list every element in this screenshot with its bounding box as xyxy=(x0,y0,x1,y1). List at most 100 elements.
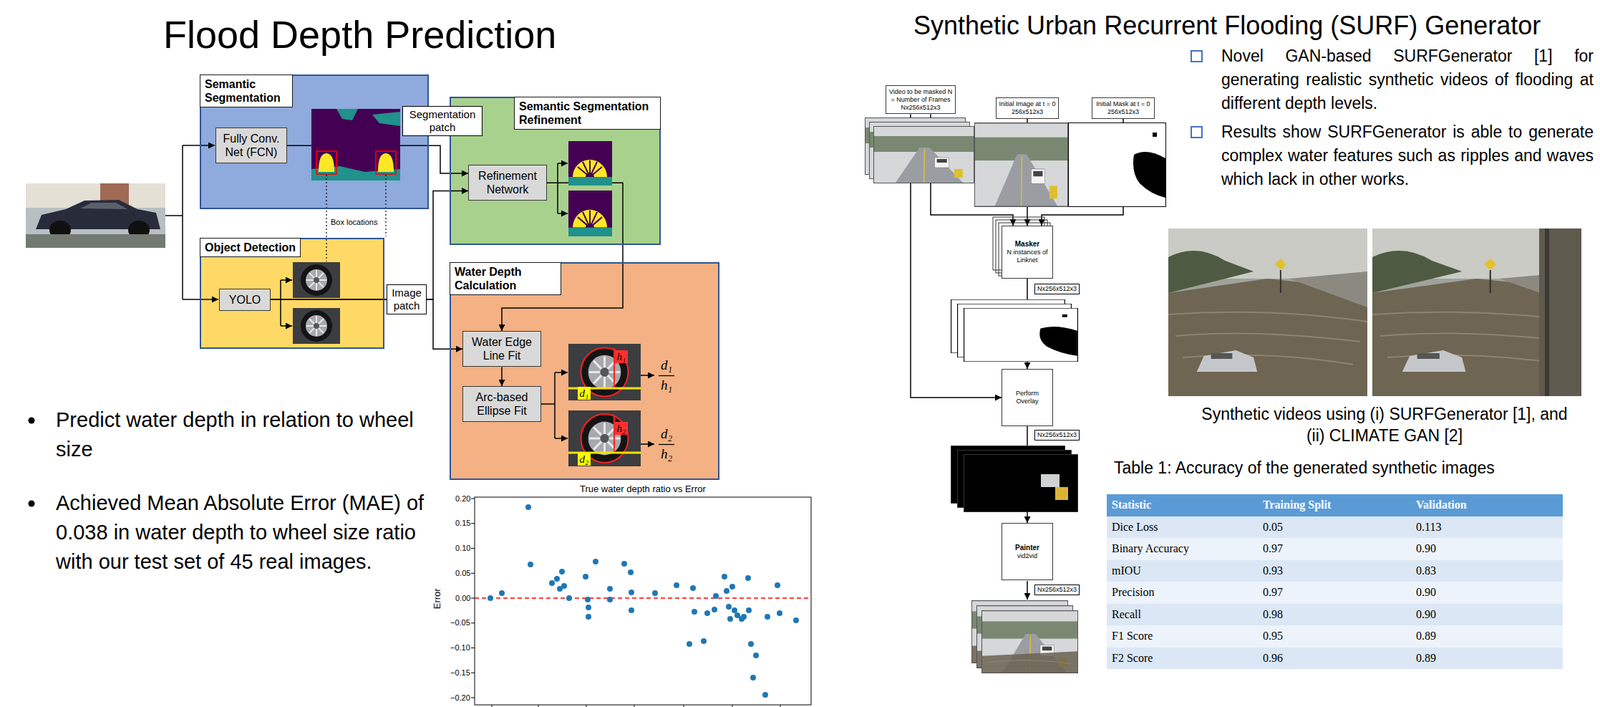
table-cell: 0.96 xyxy=(1257,647,1412,670)
label-holder: Results show SURFGenerator is able to ge… xyxy=(1221,120,1594,192)
fraction-bar xyxy=(658,375,675,376)
label-holder: 0.90 xyxy=(1411,537,1563,560)
table-cell: 0.93 xyxy=(1257,559,1412,583)
table-cell: Binary Accuracy xyxy=(1106,537,1258,560)
flow-arrow xyxy=(554,371,568,373)
scatter-plot xyxy=(723,587,730,594)
process-box: YOLO xyxy=(219,288,271,311)
synthetic-photo xyxy=(1544,228,1550,396)
scatter-plot xyxy=(498,589,505,596)
scatter-plot xyxy=(748,640,754,647)
scatter-plot xyxy=(561,582,567,589)
node-text: Water Edge Line Fit xyxy=(466,335,538,363)
synthetic-photo xyxy=(1168,228,1368,396)
checkbox-bullet xyxy=(1191,126,1202,138)
label-holder: h₁ xyxy=(614,350,629,363)
poster-title: Synthetic Urban Recurrent Flooding (SURF… xyxy=(913,10,1541,41)
label-holder: Synthetic videos using (i) SURFGenerator… xyxy=(1191,403,1578,447)
table-cell: Precision xyxy=(1106,581,1258,604)
flow-arrow xyxy=(557,163,568,214)
fraction-term: d₁ xyxy=(660,357,673,374)
scatter-plot xyxy=(592,558,599,565)
table-cell: 0.113 xyxy=(1411,516,1563,539)
chart-title: True water depth ratio vs Error xyxy=(579,483,706,495)
wheel-crop xyxy=(292,307,341,344)
scatter-plot xyxy=(731,607,738,613)
label-holder: 0.83 xyxy=(1411,559,1563,583)
flow-arrow xyxy=(1026,580,1029,600)
car-photo xyxy=(25,234,166,248)
panel-fill xyxy=(199,237,385,349)
connectors xyxy=(270,113,1124,523)
scatter-plot xyxy=(740,613,747,620)
scatter-plot xyxy=(628,607,635,613)
video-frames xyxy=(864,117,975,184)
node-text: Object Detection xyxy=(204,240,296,255)
label-holder: Box locations xyxy=(330,217,378,227)
synthetic-photo xyxy=(1539,228,1582,396)
bullet-text: Achieved Mean Absolute Error (MAE) of 0.… xyxy=(55,488,426,578)
scatter-plot xyxy=(762,691,769,698)
node-text: vid2vid xyxy=(1005,551,1050,560)
scatter-plot xyxy=(491,704,781,707)
refined-mask xyxy=(568,141,613,237)
scatter-plot xyxy=(690,584,696,591)
table-cell: mIOU xyxy=(1106,559,1258,583)
label-holder: 0.95 xyxy=(1257,624,1412,648)
mask-frames xyxy=(951,299,1079,361)
label-holder: F2 Score xyxy=(1106,647,1258,670)
label-holder: 0.113 xyxy=(1411,516,1563,539)
table-cell: 0.83 xyxy=(1411,559,1563,583)
overlay-frames xyxy=(950,445,1079,512)
tick-label: 0.15 xyxy=(455,518,471,528)
flow-arrow xyxy=(182,144,215,147)
poster-title: Flood Depth Prediction xyxy=(163,11,557,58)
segmentation-image xyxy=(311,108,401,181)
label-holder: 0.90 xyxy=(1411,581,1563,604)
table-cell: 0.97 xyxy=(1257,581,1412,604)
label-holder: 0.15 xyxy=(455,518,471,528)
node-text: Perform Overlay xyxy=(1005,389,1050,406)
flow-arrow xyxy=(280,279,293,281)
dimension-label: d₂ xyxy=(577,452,592,466)
flow-arrow xyxy=(541,403,555,405)
table-cell: 0.90 xyxy=(1411,537,1563,560)
checkbox-bullet xyxy=(1191,50,1202,138)
label-holder: Validation xyxy=(1411,493,1563,517)
label-holder: Error xyxy=(426,592,448,605)
bullet-dot xyxy=(28,417,36,424)
label-holder: d₁ xyxy=(660,357,673,374)
label-holder: −0.05 xyxy=(450,617,471,628)
label-holder: 0.00 xyxy=(455,593,471,603)
tick-label: −0.05 xyxy=(450,617,471,628)
connector xyxy=(270,299,463,349)
table-cell: 0.89 xyxy=(1411,647,1563,670)
tick-label: −0.20 xyxy=(450,692,471,703)
bullet-text: Predict water depth in relation to wheel… xyxy=(55,405,426,464)
scatter-plot xyxy=(729,583,736,590)
label-holder: 0.89 xyxy=(1411,624,1563,648)
label-holder: 0.93 xyxy=(1257,559,1412,583)
label-holder: h₁ xyxy=(660,377,673,394)
segmentation-image xyxy=(316,151,337,174)
label-holder: 0.10 xyxy=(455,543,471,553)
label-holder: 0.89 xyxy=(1411,647,1563,670)
scatter-plot xyxy=(711,606,718,613)
tick-label: 0.05 xyxy=(455,568,471,578)
flow-arrow xyxy=(557,162,568,164)
scatter-plot xyxy=(627,569,634,575)
panel-header: Water Depth Calculation xyxy=(449,262,562,295)
label-holder: Predict water depth in relation to wheel… xyxy=(55,405,426,464)
initial-image xyxy=(974,122,1069,207)
flow-arrow xyxy=(554,437,568,439)
box-location-line xyxy=(326,174,386,262)
table-title: Table 1: Accuracy of the generated synth… xyxy=(1113,458,1495,479)
scatter-plot xyxy=(721,573,728,580)
connector xyxy=(501,366,503,386)
flow-arrow xyxy=(181,145,184,300)
label-holder: −0.20 xyxy=(450,692,471,703)
scatter-plot xyxy=(700,637,707,644)
label-holder: Segmentation patch xyxy=(402,105,483,137)
label-holder: Table 1: Accuracy of the generated synth… xyxy=(1113,458,1495,479)
wheel-crop xyxy=(292,262,341,344)
